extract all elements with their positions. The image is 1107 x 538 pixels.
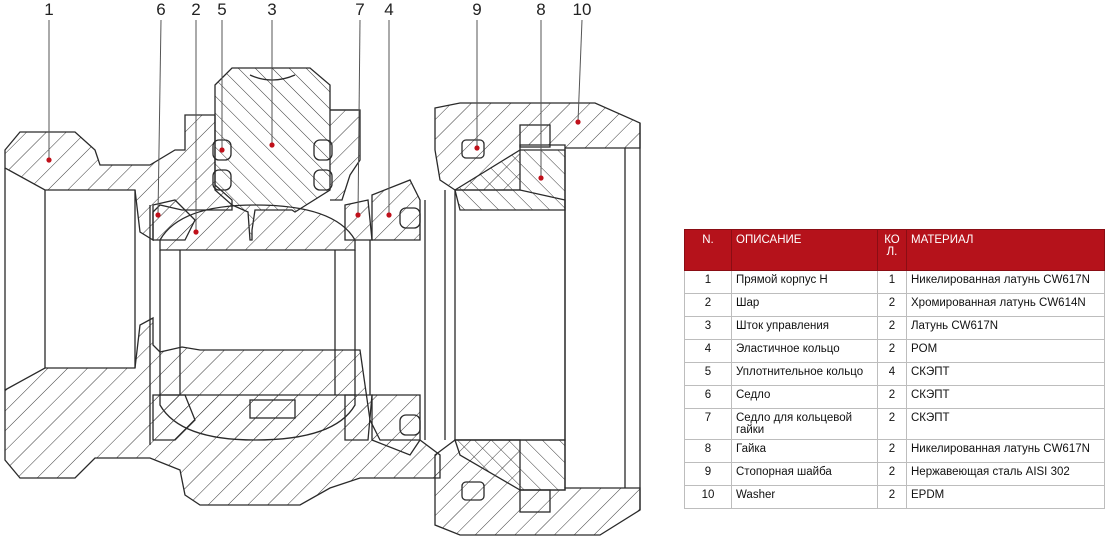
retaining-washer-top (461, 139, 485, 159)
cell-quantity: 2 (877, 485, 907, 509)
cell-num: 3 (684, 316, 732, 340)
cell-description: Прямой корпус H (731, 270, 878, 294)
cell-description: Эластичное кольцо (731, 339, 878, 363)
cell-material: СКЭПТ (906, 385, 1105, 409)
cell-quantity: 1 (877, 270, 907, 294)
cell-num: 8 (684, 439, 732, 463)
cell-description: Стопорная шайба (731, 462, 878, 486)
cell-quantity: 2 (877, 339, 907, 363)
cell-material: Латунь CW617N (906, 316, 1105, 340)
cell-material: Никелированная латунь CW617N (906, 270, 1105, 294)
cell-num: 6 (684, 385, 732, 409)
cell-quantity: 2 (877, 439, 907, 463)
cell-material: POM (906, 339, 1105, 363)
callout-2: 2 (191, 0, 201, 19)
table-header-row: N. ОПИСАНИЕ КО Л. МАТЕРИАЛ (684, 229, 1105, 271)
washer-top (519, 124, 551, 148)
callout-1: 1 (44, 0, 54, 19)
cell-num: 7 (684, 408, 732, 440)
callout-4: 4 (384, 0, 394, 19)
callout-8: 8 (536, 0, 546, 19)
cell-quantity: 2 (877, 462, 907, 486)
cell-description: Уплотнительное кольцо (731, 362, 878, 386)
cell-description: Washer (731, 485, 878, 509)
cell-material: СКЭПТ (906, 362, 1105, 386)
cell-description: Седло для кольцевой гайки (731, 408, 878, 440)
cell-quantity: 4 (877, 362, 907, 386)
cell-num: 10 (684, 485, 732, 509)
cell-material: Никелированная латунь CW617N (906, 439, 1105, 463)
callout-6: 6 (156, 0, 166, 19)
elastic-ring-top (371, 179, 421, 241)
seat-left-top (152, 199, 196, 241)
cell-quantity: 2 (877, 385, 907, 409)
reference-markers (46, 119, 581, 235)
cell-material: EPDM (906, 485, 1105, 509)
cell-quantity: 2 (877, 293, 907, 317)
o-ring-2 (212, 169, 232, 191)
cell-num: 5 (684, 362, 732, 386)
nut-top (434, 102, 641, 191)
elastic-ring-bottom (371, 394, 421, 456)
cell-num: 2 (684, 293, 732, 317)
cell-description: Седло (731, 385, 878, 409)
cell-quantity: 2 (877, 408, 907, 440)
header-quantity: КО Л. (877, 229, 907, 271)
cell-num: 1 (684, 270, 732, 294)
retaining-washer-bottom (461, 481, 485, 501)
seat-right-bottom (344, 394, 373, 441)
cell-num: 9 (684, 462, 732, 486)
seat-left-bottom (152, 394, 196, 441)
cell-num: 4 (684, 339, 732, 363)
callout-3: 3 (267, 0, 277, 19)
callout-5: 5 (217, 0, 227, 19)
valve-cross-section-drawing (4, 19, 641, 536)
cell-quantity: 2 (877, 316, 907, 340)
header-description: ОПИСАНИЕ (731, 229, 878, 271)
header-num: N. (684, 229, 732, 271)
cell-material: Нержавеющая сталь AISI 302 (906, 462, 1105, 486)
cell-material: Хромированная латунь CW614N (906, 293, 1105, 317)
callout-9: 9 (472, 0, 482, 19)
callout-10: 10 (572, 0, 592, 19)
callout-7: 7 (355, 0, 365, 19)
cell-description: Гайка (731, 439, 878, 463)
cell-material: СКЭПТ (906, 408, 1105, 440)
header-material: МАТЕРИАЛ (906, 229, 1105, 271)
cell-description: Шток управления (731, 316, 878, 340)
cell-description: Шар (731, 293, 878, 317)
